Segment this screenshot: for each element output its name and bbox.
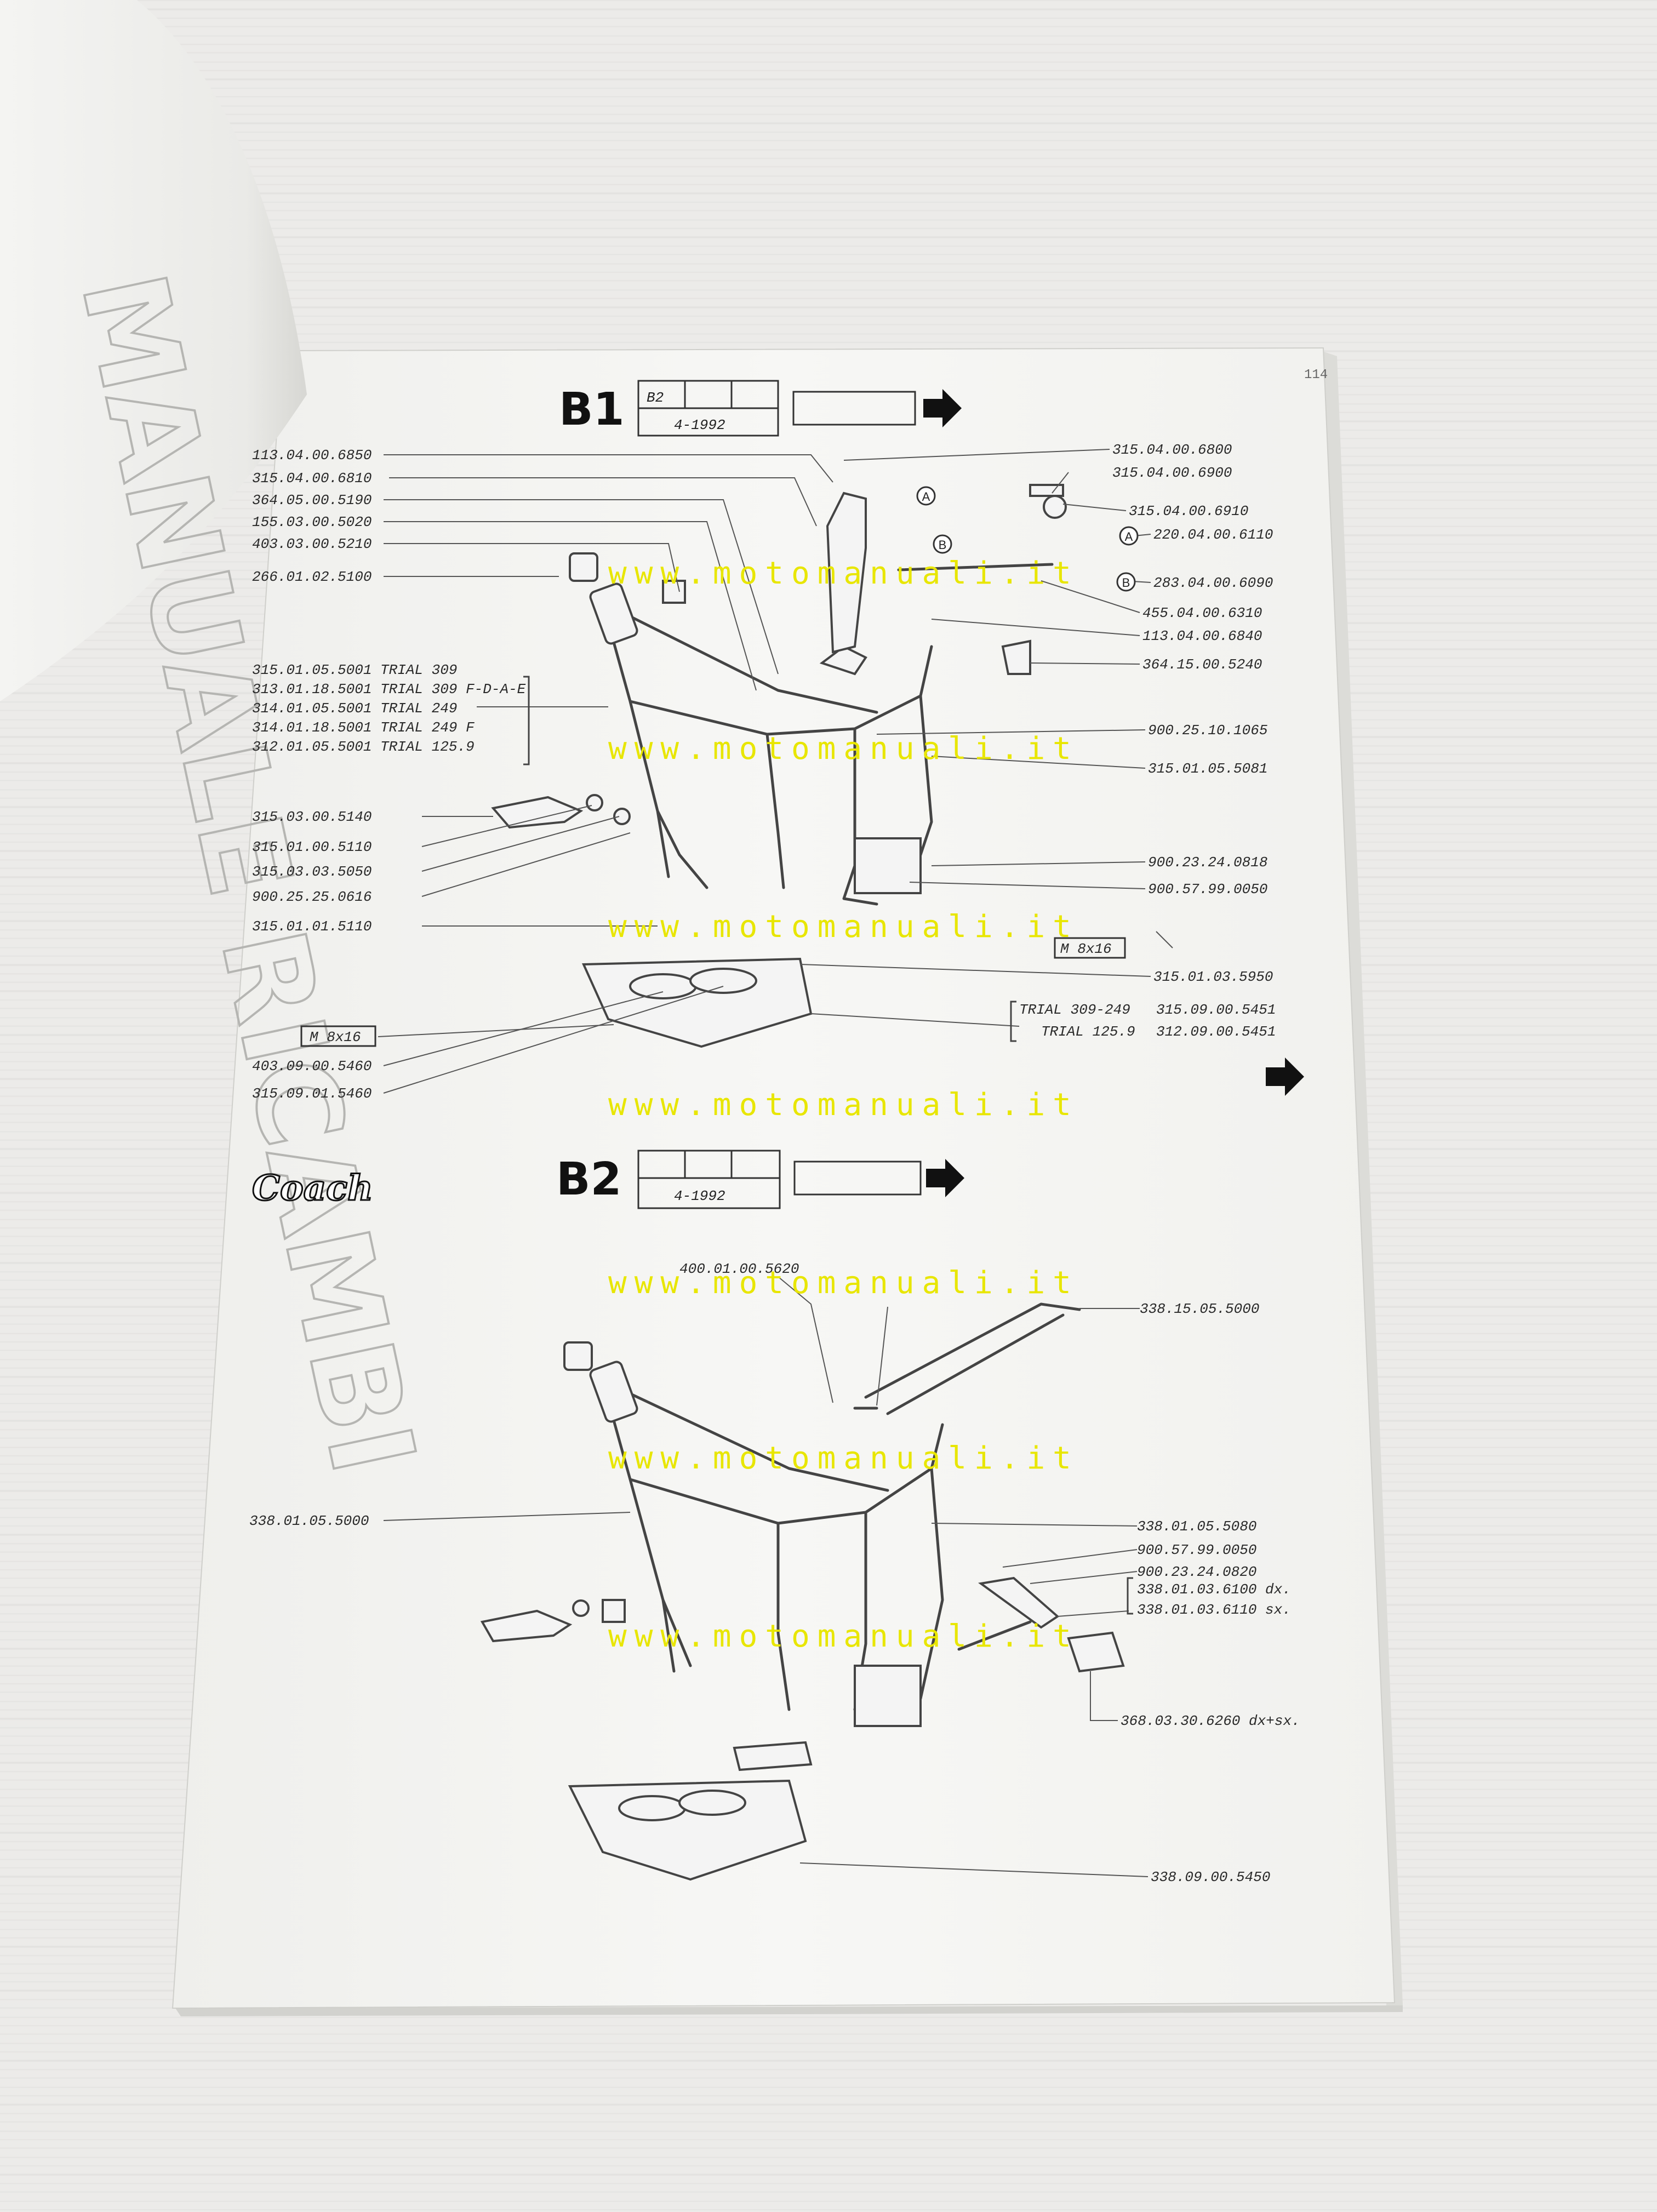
b1-right-label: 900.57.99.0050 xyxy=(1148,881,1267,898)
b1-left-leaders xyxy=(378,454,833,1094)
b1-frame-drawing xyxy=(491,484,1067,1048)
b1-blank-box xyxy=(792,391,916,426)
b1-right-label: 364.15.00.5240 xyxy=(1142,656,1262,673)
b1-left-label-group: 113.04.00.6850 315.04.00.6810 364.05.00.… xyxy=(252,447,372,585)
page-stack-bottom xyxy=(175,2005,1403,2016)
frame-variant: 314.01.18.5001 TRIAL 249 F xyxy=(252,719,475,736)
watermark: www.motomanuali.it xyxy=(608,1087,1079,1123)
b1-right-label: 900.23.24.0818 xyxy=(1148,854,1267,871)
b1-left-label: 155.03.00.5020 xyxy=(252,514,372,530)
b1-lower-left-labels: 315.03.00.5140 315.01.00.5110 315.03.03.… xyxy=(252,809,372,935)
b1-right-label: 113.04.00.6840 xyxy=(1142,628,1262,644)
b1-trial-variants: TRIAL 309-249 315.09.00.5451 TRIAL 125.9… xyxy=(1019,1002,1276,1040)
b1-right-label: 315.04.00.6800 xyxy=(1112,442,1232,458)
b2-right-label: 368.03.30.6260 dx+sx. xyxy=(1121,1713,1300,1729)
b1-right-label: 315.04.00.6910 xyxy=(1129,503,1248,519)
b1-right-label: 455.04.00.6310 xyxy=(1142,605,1262,621)
page-mark: 114 xyxy=(1304,368,1328,382)
b1-markers: A B A B xyxy=(916,486,1139,592)
b1-right-label: 220.04.00.6110 xyxy=(1153,527,1273,543)
watermark: www.motomanuali.it xyxy=(608,731,1079,767)
b1-bottom-label: 315.09.01.5460 xyxy=(252,1085,372,1102)
b2-right-label: 338.01.03.6100 dx. xyxy=(1137,1581,1291,1598)
frame-variant: 315.01.05.5001 TRIAL 309 xyxy=(252,662,457,678)
b2-arrow-icon xyxy=(926,1159,964,1197)
trial-model: TRIAL 125.9 xyxy=(1041,1024,1135,1040)
b2-rack-label: 338.15.05.5000 xyxy=(1140,1301,1259,1317)
b2-frame-label: 338.01.05.5000 xyxy=(249,1513,369,1529)
watermark: www.motomanuali.it xyxy=(608,909,1079,945)
b2-ref-table: 4-1992 xyxy=(637,1150,781,1209)
b1-left-label: 403.03.00.5210 xyxy=(252,536,372,552)
b1-frame-bracket xyxy=(523,676,530,765)
b1-right-label: 283.04.00.6090 xyxy=(1153,575,1273,591)
b1-ref-table: B2 4-1992 xyxy=(637,380,779,437)
b2-date: 4-1992 xyxy=(674,1188,725,1204)
b1-date: 4-1992 xyxy=(674,417,725,433)
b1-trial-bracket xyxy=(1010,1001,1016,1042)
b1-bolt-box-left xyxy=(300,1025,376,1047)
b2-top-label: 400.01.00.5620 xyxy=(679,1261,799,1277)
marker-b-right: B xyxy=(1122,576,1130,590)
trial-code: 315.09.00.5451 xyxy=(1156,1002,1276,1018)
b1-bolt-left: M 8x16 xyxy=(310,1029,361,1045)
frame-variant: 314.01.05.5001 TRIAL 249 xyxy=(252,700,457,717)
marker-b: B xyxy=(939,538,947,552)
b2-blank-box xyxy=(793,1161,922,1196)
b1-left-label: 315.04.00.6810 xyxy=(252,470,372,487)
section-b2-code: B2 xyxy=(556,1153,622,1205)
b2-leaders xyxy=(383,1276,1149,1877)
b1-right-label: 315.04.00.6900 xyxy=(1112,465,1232,481)
b1-lower-label: 315.03.03.5050 xyxy=(252,864,372,880)
b2-frame-drawing xyxy=(480,1302,1125,1881)
b2-right-label-group: 338.01.05.5080 900.57.99.0050 900.23.24.… xyxy=(1121,1518,1300,1729)
b1-right-leaders xyxy=(799,449,1173,1027)
coach-logo: Coach xyxy=(252,1168,373,1209)
trial-model: TRIAL 309-249 xyxy=(1019,1002,1130,1018)
b1-left-label: 364.05.00.5190 xyxy=(252,492,372,508)
b1-lower-label: 900.25.25.0616 xyxy=(252,889,372,905)
watermark: www.motomanuali.it xyxy=(608,1441,1079,1476)
b1-skid-label: 315.01.03.5950 xyxy=(1153,969,1273,985)
b1-ref-code: B2 xyxy=(647,390,664,406)
watermark: www.motomanuali.it xyxy=(608,556,1079,591)
b1-left-label: 113.04.00.6850 xyxy=(252,447,372,464)
frame-variant: 312.01.05.5001 TRIAL 125.9 xyxy=(252,739,475,755)
watermark: www.motomanuali.it xyxy=(608,1619,1079,1654)
b1-lower-label: 315.01.00.5110 xyxy=(252,839,372,855)
section-b1-code: B1 xyxy=(559,384,625,436)
b1-right-label-group: 315.04.00.6800 315.04.00.6900 315.04.00.… xyxy=(1112,442,1273,898)
b1-bolt-right: M 8x16 xyxy=(1060,941,1112,957)
b2-right-label: 900.57.99.0050 xyxy=(1137,1542,1256,1558)
b1-bolt-box-right xyxy=(1054,937,1126,959)
b2-right-label: 900.23.24.0820 xyxy=(1137,1564,1256,1580)
marker-a: A xyxy=(922,490,930,504)
b1-bottom-label: 403.09.00.5460 xyxy=(252,1058,372,1074)
b1-right-label: 900.25.10.1065 xyxy=(1148,722,1267,739)
watermarks: www.motomanuali.it www.motomanuali.it ww… xyxy=(608,556,1079,1654)
b2-skid-label: 338.09.00.5450 xyxy=(1151,1869,1270,1885)
b1-lower-label: 315.03.00.5140 xyxy=(252,809,372,825)
trial-code: 312.09.00.5451 xyxy=(1156,1024,1276,1040)
b2-right-label: 338.01.03.6110 sx. xyxy=(1137,1602,1291,1618)
manual-page xyxy=(172,347,1396,2009)
b1-lower-label: 315.01.01.5110 xyxy=(252,918,372,935)
b1-left-label: 266.01.02.5100 xyxy=(252,569,372,585)
curled-cover-page xyxy=(0,0,307,701)
b1-frame-group: 315.01.05.5001 TRIAL 309 313.01.18.5001 … xyxy=(252,662,526,755)
watermark: www.motomanuali.it xyxy=(608,1265,1079,1301)
b2-right-label: 338.01.05.5080 xyxy=(1137,1518,1256,1535)
marker-a-right: A xyxy=(1125,530,1133,544)
next-page-arrow-icon xyxy=(1266,1058,1304,1096)
b2-bracket xyxy=(1127,1577,1133,1615)
frame-variant: 313.01.18.5001 TRIAL 309 F-D-A-E xyxy=(252,681,526,698)
b1-right-label: 315.01.05.5081 xyxy=(1148,761,1267,777)
b1-arrow-icon xyxy=(923,389,962,427)
